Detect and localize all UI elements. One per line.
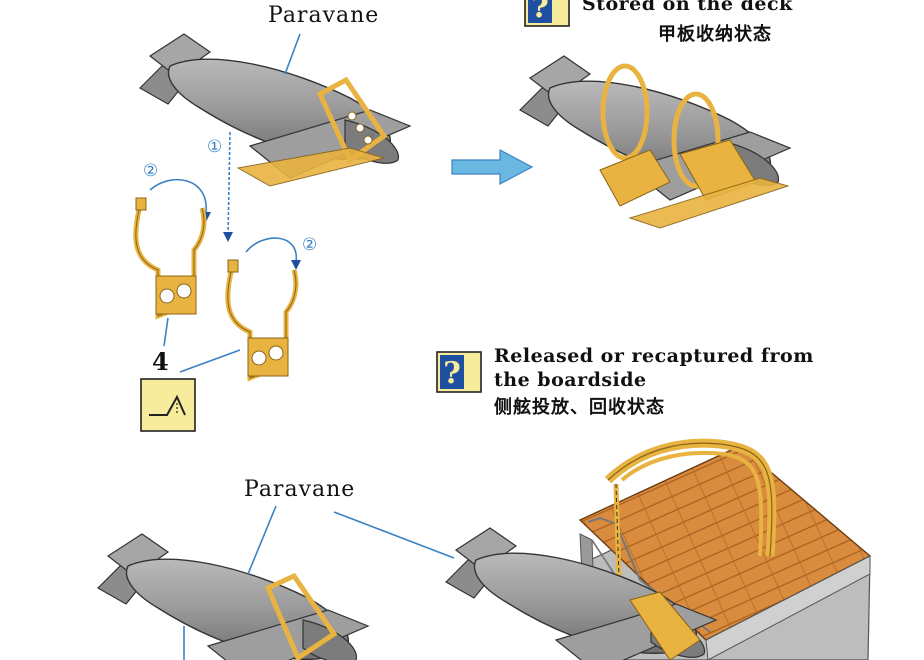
stored-question-mark-icon — [524, 0, 570, 27]
label-released-zh: 侧舷投放、回收状态 — [494, 397, 665, 418]
step-one-arrow — [227, 131, 231, 237]
bend-fold-icon — [140, 378, 196, 432]
leader-line-paravane-top — [284, 33, 301, 75]
label-step-one: ① — [207, 137, 223, 157]
right-arrow-icon — [451, 149, 534, 185]
leader-line-paravane-bottom-left — [247, 505, 277, 575]
label-step-two-left: ② — [143, 161, 159, 181]
paravane-stored-on-deck — [519, 55, 791, 229]
step-two-arrow-right — [245, 237, 297, 263]
bracket-part-left — [136, 198, 204, 316]
deck-boardside-scene — [445, 438, 872, 660]
label-stored-on-deck-zh: 甲板收纳状态 — [658, 24, 772, 45]
leader-line-paravane-bottom-right — [333, 511, 455, 559]
step-two-arrow-left — [149, 178, 207, 215]
label-part-number: 4 — [152, 347, 169, 376]
label-released-line-1: Released or recaptured from — [494, 345, 814, 367]
label-released-line-2: the boardside — [494, 369, 647, 391]
label-step-two-right: ② — [302, 235, 318, 255]
label-paravane-bottom: Paravane — [244, 477, 356, 502]
part-leader-lines — [163, 317, 169, 347]
paravane-bottom-left — [97, 533, 369, 660]
bracket-part-right — [228, 260, 296, 378]
released-question-mark-icon — [436, 351, 482, 393]
paravane-top-left — [139, 33, 411, 187]
label-stored-on-deck: Stored on the deck — [582, 0, 793, 15]
label-paravane-top: Paravane — [268, 3, 380, 28]
